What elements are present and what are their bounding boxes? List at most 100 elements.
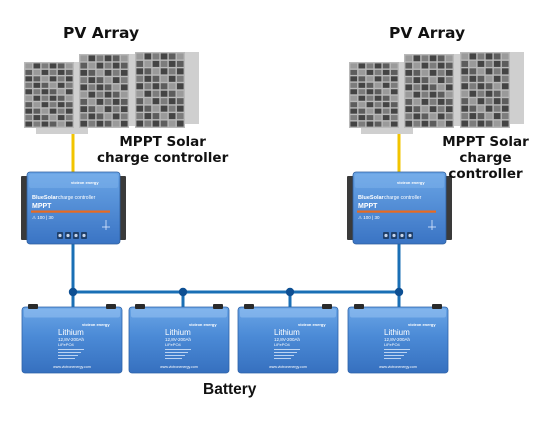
heatsink-left bbox=[21, 176, 28, 240]
panel-cell bbox=[469, 120, 477, 127]
battery-fineprint bbox=[58, 349, 84, 350]
panel-cell bbox=[382, 121, 390, 127]
panel-cell bbox=[88, 120, 96, 127]
controller-terminal-screw bbox=[74, 233, 78, 238]
panel-cell bbox=[144, 68, 152, 75]
panel-cell bbox=[160, 90, 168, 97]
panel-cell bbox=[41, 69, 49, 75]
panel-cell bbox=[112, 91, 120, 98]
controller-product-suffix: charge controller bbox=[58, 195, 96, 201]
controller-terminal-screw bbox=[384, 233, 388, 238]
battery-terminal-neg bbox=[135, 304, 145, 309]
battery-name: Lithium bbox=[384, 328, 410, 337]
panel-cell bbox=[429, 120, 437, 127]
panel-cell bbox=[390, 63, 398, 69]
panel-cell bbox=[25, 95, 33, 101]
panel-cell bbox=[168, 113, 176, 120]
panel-cell bbox=[144, 83, 152, 90]
panel-cell bbox=[112, 113, 120, 120]
panel-cell bbox=[49, 102, 57, 108]
battery-spec: 12,8V-200Ah bbox=[384, 337, 411, 342]
battery-spec: 12,8V-200Ah bbox=[165, 337, 192, 342]
panel-cell bbox=[390, 95, 398, 101]
battery-brand: victron energy bbox=[408, 322, 436, 327]
battery-fineprint bbox=[274, 352, 297, 353]
panel-cell bbox=[152, 53, 160, 60]
panel-cell bbox=[136, 98, 144, 105]
panel-cell bbox=[374, 108, 382, 114]
mppt-label-left-line1: MPPT Solar bbox=[119, 134, 206, 150]
battery-site: www.victronenergy.com bbox=[53, 365, 91, 369]
panel-cell bbox=[65, 63, 73, 69]
panel-cell bbox=[469, 75, 477, 82]
controller-terminal-screw bbox=[58, 233, 62, 238]
panel-cell bbox=[152, 68, 160, 75]
panel-cell bbox=[493, 90, 501, 97]
pv-panel bbox=[24, 62, 74, 128]
battery-fineprint bbox=[384, 349, 410, 350]
panel-cell bbox=[437, 69, 445, 76]
mppt-label-left-line2: charge controller bbox=[97, 150, 229, 167]
panel-cell bbox=[374, 102, 382, 108]
panel-cell bbox=[374, 69, 382, 75]
bus-junction-dot bbox=[68, 287, 78, 297]
panel-cell bbox=[120, 84, 128, 91]
battery-name: Lithium bbox=[274, 328, 300, 337]
panel-cell bbox=[168, 105, 176, 112]
panel-cell bbox=[405, 77, 413, 84]
panel-cell bbox=[405, 55, 413, 62]
panel-cell bbox=[413, 98, 421, 105]
panel-cell bbox=[88, 91, 96, 98]
battery-3: victron energyLithium12,8V-200AhLiFePO4w… bbox=[237, 304, 339, 374]
panel-cell bbox=[33, 121, 41, 127]
controller-body bbox=[352, 171, 447, 245]
panel-cell bbox=[366, 76, 374, 82]
panel-cell bbox=[49, 121, 57, 127]
panel-cell bbox=[176, 60, 184, 67]
battery-body bbox=[237, 306, 339, 374]
panel-cell bbox=[421, 98, 429, 105]
panel-cell bbox=[461, 90, 469, 97]
panel-cell bbox=[421, 69, 429, 76]
battery-fineprint bbox=[165, 349, 191, 350]
panel-cell bbox=[176, 53, 184, 60]
panel-cell bbox=[477, 75, 485, 82]
panel-cell bbox=[152, 75, 160, 82]
panel-cell bbox=[382, 95, 390, 101]
battery-fineprint bbox=[384, 355, 404, 356]
panel-cell bbox=[366, 95, 374, 101]
battery-lid bbox=[131, 308, 227, 318]
panel-cell bbox=[120, 98, 128, 105]
panel-cell bbox=[49, 89, 57, 95]
panel-cell bbox=[112, 84, 120, 91]
panel-cell bbox=[104, 55, 112, 62]
controller-mode: MPPT bbox=[32, 203, 52, 210]
panel-cell bbox=[136, 83, 144, 90]
panel-cell bbox=[160, 113, 168, 120]
battery-terminal-neg bbox=[244, 304, 254, 309]
battery-chem: LiFePO4 bbox=[384, 342, 401, 347]
panel-cell bbox=[350, 76, 358, 82]
mppt-label-right-line2: charge controller bbox=[448, 150, 523, 183]
battery-terminal-pos bbox=[322, 304, 332, 309]
panel-cell bbox=[413, 106, 421, 113]
panel-cell bbox=[104, 62, 112, 69]
controller-accent-bar bbox=[31, 210, 110, 213]
panel-cell bbox=[96, 69, 104, 76]
panel-cell bbox=[350, 82, 358, 88]
panel-cell bbox=[405, 120, 413, 127]
panel-cell bbox=[501, 90, 509, 97]
panel-cell bbox=[445, 106, 453, 113]
panel-cell bbox=[374, 63, 382, 69]
panel-cell bbox=[49, 108, 57, 114]
panel-cell bbox=[25, 102, 33, 108]
panel-cell bbox=[96, 113, 104, 120]
panel-cell bbox=[469, 105, 477, 112]
controller-terminal-screw bbox=[408, 233, 412, 238]
bus-junction-dot bbox=[394, 287, 404, 297]
panel-cell bbox=[96, 91, 104, 98]
panel-cell bbox=[96, 106, 104, 113]
panel-cell bbox=[33, 89, 41, 95]
